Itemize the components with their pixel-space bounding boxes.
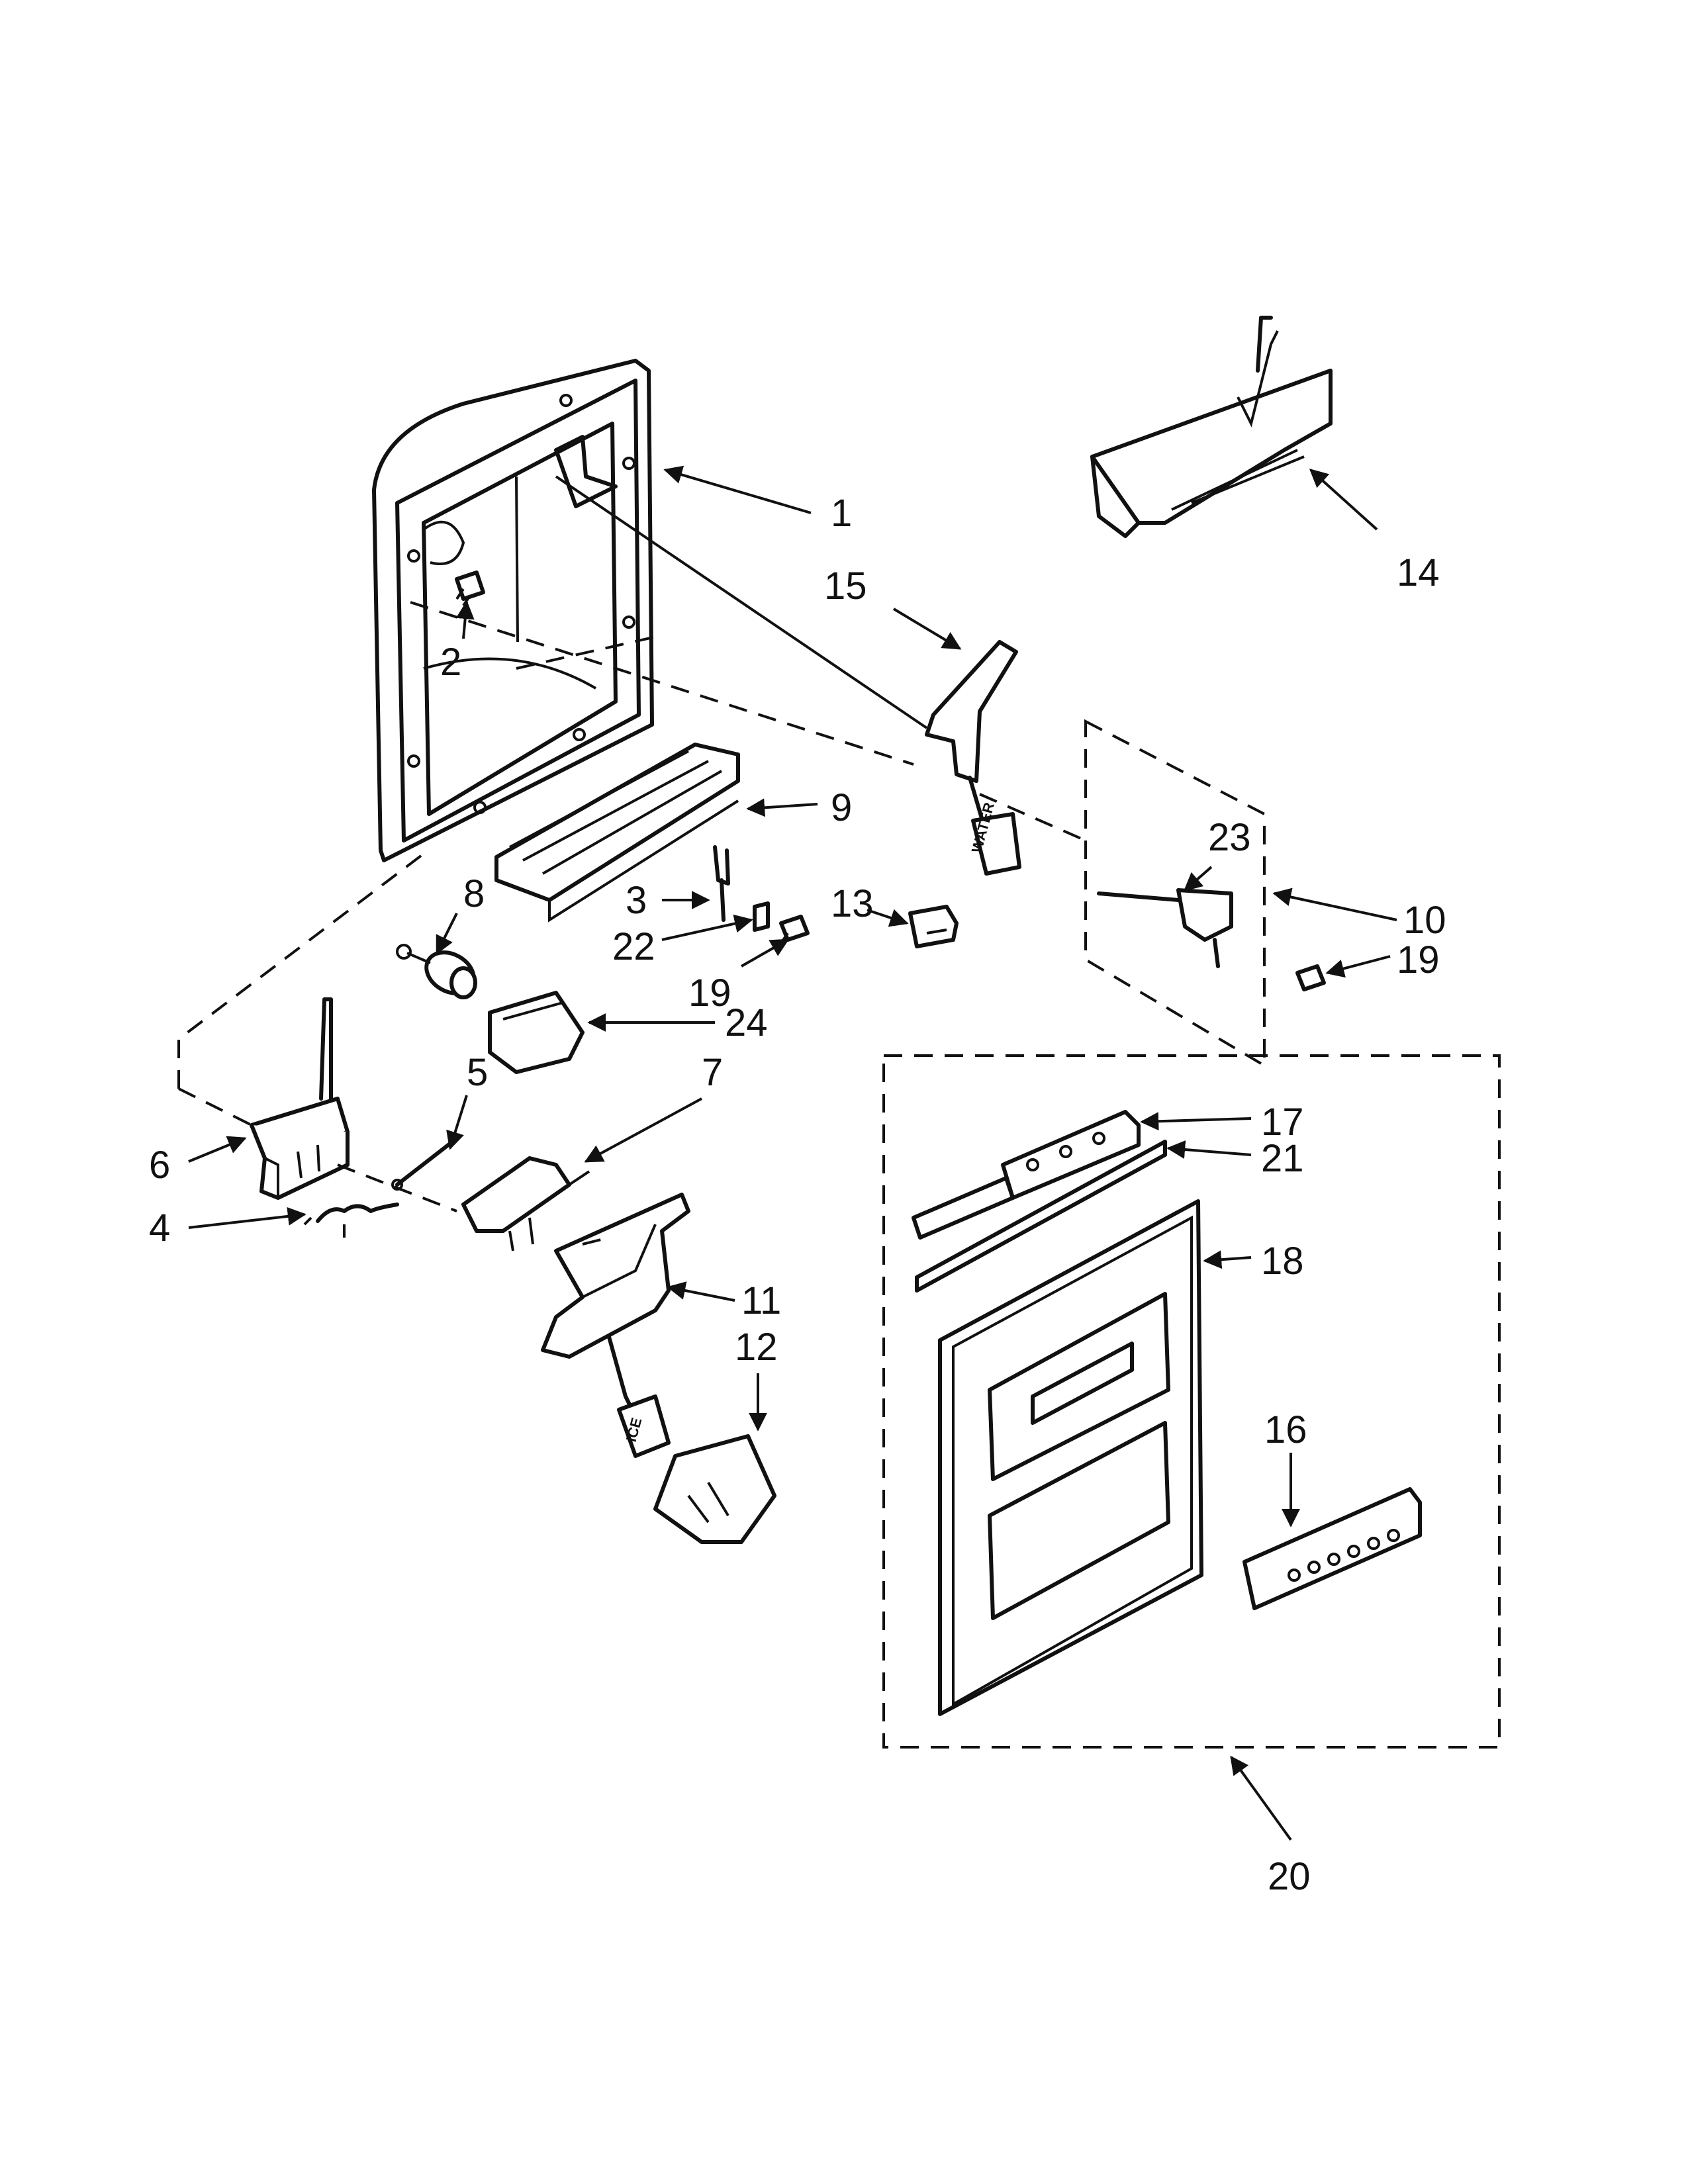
callout-4: 4: [149, 1206, 170, 1250]
actuator-module: [250, 997, 350, 1200]
callout-2: 2: [440, 641, 461, 684]
callout-8: 8: [463, 872, 485, 915]
bracket: [461, 1156, 590, 1251]
callout-22: 22: [612, 925, 655, 968]
lever-group: [1084, 719, 1266, 1068]
screw-19-left: [779, 915, 810, 944]
leader-lines: [188, 465, 1397, 1841]
callout-11: 11: [741, 1279, 781, 1322]
button-panel: [1243, 1487, 1422, 1610]
clip-3: [713, 845, 730, 922]
spring: [303, 1203, 399, 1238]
drip-tray: [494, 743, 740, 923]
callout-16: 16: [1264, 1408, 1307, 1451]
cover: [488, 991, 585, 1074]
callout-3: 3: [626, 879, 647, 922]
ice-actuator-arm: [541, 1193, 690, 1458]
callout-5: 5: [467, 1051, 488, 1094]
dispenser-front-group: [882, 1054, 1501, 1749]
callout-6: 6: [149, 1144, 170, 1187]
callout-18: 18: [1261, 1240, 1304, 1283]
assembly-lines: [177, 475, 1086, 1246]
front-panel: [938, 1199, 1203, 1716]
callout-21: 21: [1261, 1137, 1304, 1180]
callout-20: 20: [1268, 1855, 1311, 1898]
clip-22: [753, 901, 770, 932]
dispenser-housing: [372, 359, 654, 862]
callout-19-left: 19: [688, 972, 731, 1015]
callout-10: 10: [1403, 899, 1446, 942]
screw-19-right: [1295, 964, 1326, 991]
callout-24: 24: [725, 1001, 768, 1044]
motor: [396, 944, 477, 999]
ice-maker-housing: [1090, 316, 1333, 538]
callout-9: 9: [831, 786, 852, 829]
callout-12: 12: [735, 1326, 778, 1369]
callout-23: 23: [1208, 816, 1251, 859]
strip: [915, 1140, 1167, 1293]
ice-chute: [653, 1434, 776, 1544]
callout-15: 15: [824, 565, 867, 608]
callout-13: 13: [831, 882, 874, 925]
callout-19-right: 19: [1397, 938, 1440, 981]
callout-1: 1: [831, 492, 852, 535]
control-plate: [912, 1110, 1141, 1240]
callout-labels: 1 2 3 4 5 6 7 8 9 10 11 12 13 14 15 16 1…: [149, 492, 1446, 1898]
callout-14: 14: [1397, 551, 1440, 594]
switch: [908, 905, 959, 948]
shaft: [391, 1136, 459, 1191]
callout-7: 7: [702, 1051, 723, 1094]
water-actuator-arm: [925, 640, 1021, 876]
screw-2: [455, 570, 485, 607]
callout-17: 17: [1261, 1101, 1304, 1144]
